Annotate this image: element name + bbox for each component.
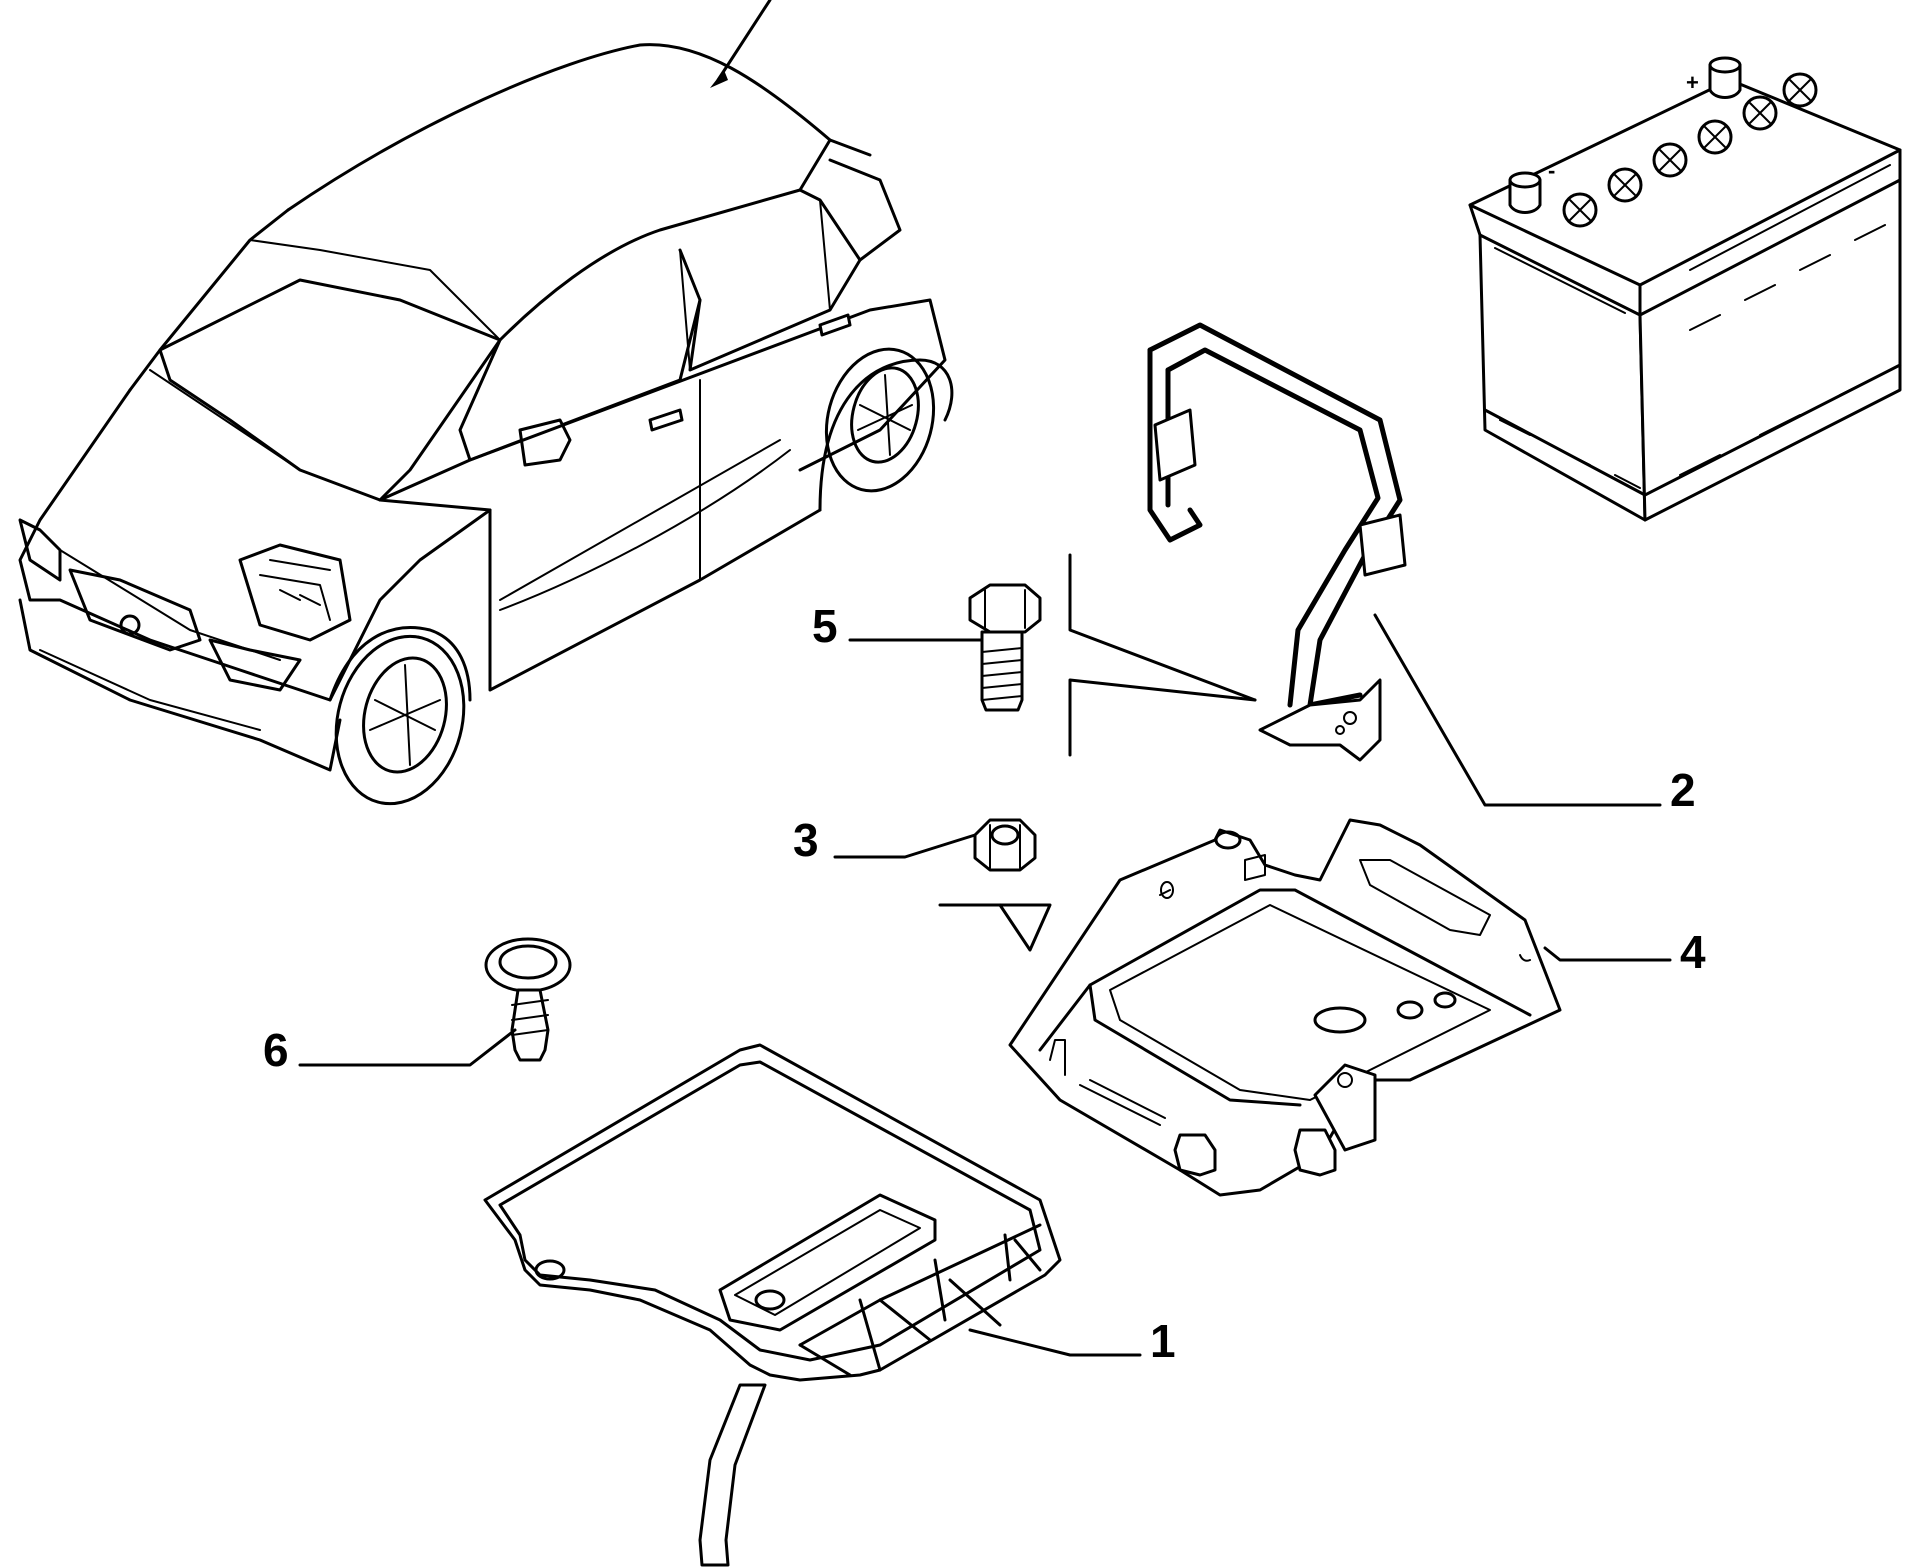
car-illustration	[18, 0, 954, 806]
leader-lines	[298, 613, 1672, 1357]
battery-clamp-bracket	[1147, 322, 1407, 762]
bolt-part	[968, 583, 1042, 712]
callout-5: 5	[812, 600, 838, 652]
callout-6: 6	[263, 1024, 289, 1076]
push-clip-part	[484, 937, 572, 1062]
callout-1: 1	[1150, 1315, 1176, 1367]
battery-cover-tray	[483, 1043, 1062, 1567]
callout-2: 2	[1670, 764, 1696, 816]
callout-3: 3	[793, 814, 819, 866]
battery-support-tray	[1008, 818, 1562, 1197]
callout-4: 4	[1680, 926, 1706, 978]
positive-terminal-sign: +	[1686, 70, 1699, 95]
nut-part	[973, 818, 1037, 872]
battery-illustration: - +	[1468, 56, 1902, 522]
assembly-guide-lines	[938, 553, 1257, 952]
negative-terminal-sign: -	[1548, 158, 1555, 183]
